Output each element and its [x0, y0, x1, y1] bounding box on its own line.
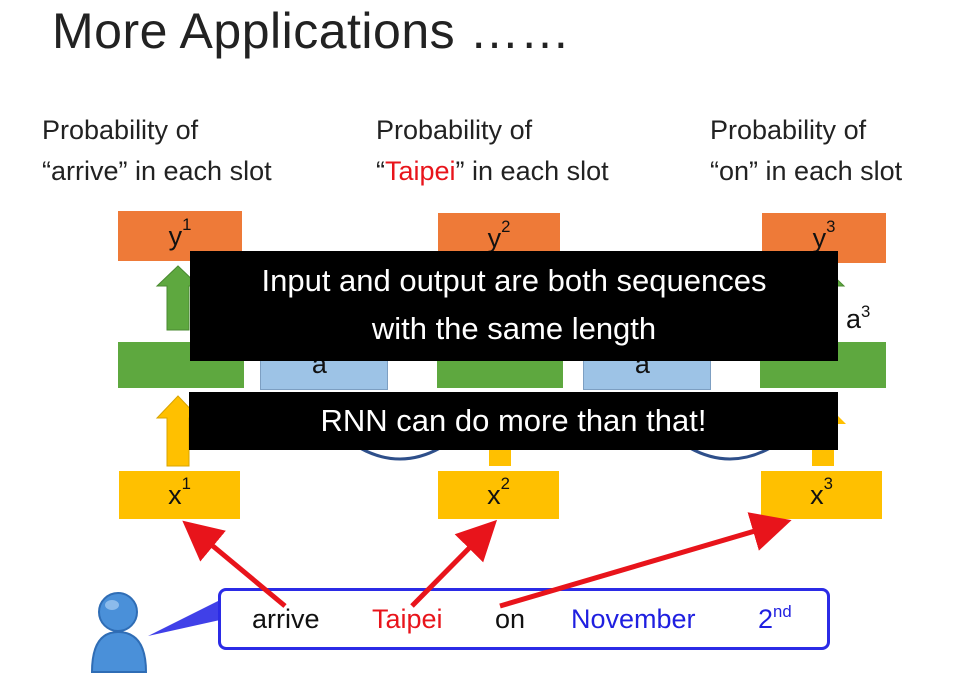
header-arrive: Probability of “arrive” in each slot: [42, 110, 272, 192]
header-line1: Probability of: [42, 115, 199, 145]
header-word: arrive: [51, 156, 119, 186]
loop-arrow-icon: [689, 446, 771, 461]
sentence-word-on: on: [495, 604, 526, 634]
overlay-note: RNN can do more than that!: [189, 392, 838, 450]
sentence-word-taipei: Taipei: [372, 604, 443, 634]
sentence-word-november: November: [571, 604, 696, 634]
header-line2: “on” in each slot: [710, 156, 903, 186]
sentence-word-2nd: 2nd: [758, 602, 792, 634]
sentence-word-arrive: arrive: [252, 604, 320, 634]
arrow-up-icon: [155, 395, 201, 467]
overlay-line2: with the same length: [371, 311, 657, 346]
header-line1: Probability of: [710, 115, 867, 145]
arrow-arrive-to-x1: [182, 520, 287, 608]
header-word: Taipei: [385, 156, 456, 186]
header-word: on: [719, 156, 750, 186]
overlay-callout: Input and output are both sequences with…: [190, 251, 838, 361]
header-line2: “arrive” in each slot: [42, 156, 272, 186]
page-title: More Applications ……: [52, 3, 571, 59]
loop-arrow-icon: [359, 446, 441, 461]
header-line1: Probability of: [376, 115, 533, 145]
header-line2: “Taipei” in each slot: [376, 156, 609, 186]
overlay-line1: Input and output are both sequences: [261, 263, 767, 298]
header-on: Probability of “on” in each slot: [710, 110, 902, 192]
memory-a3-label: a3: [846, 302, 871, 334]
header-taipei: Probability of “Taipei” in each slot: [376, 110, 609, 192]
user-icon: [90, 592, 148, 673]
arrow-up-icon: [155, 265, 201, 331]
arrow-taipei-to-x2: [410, 519, 498, 608]
arrow-on-to-x3: [499, 512, 792, 609]
